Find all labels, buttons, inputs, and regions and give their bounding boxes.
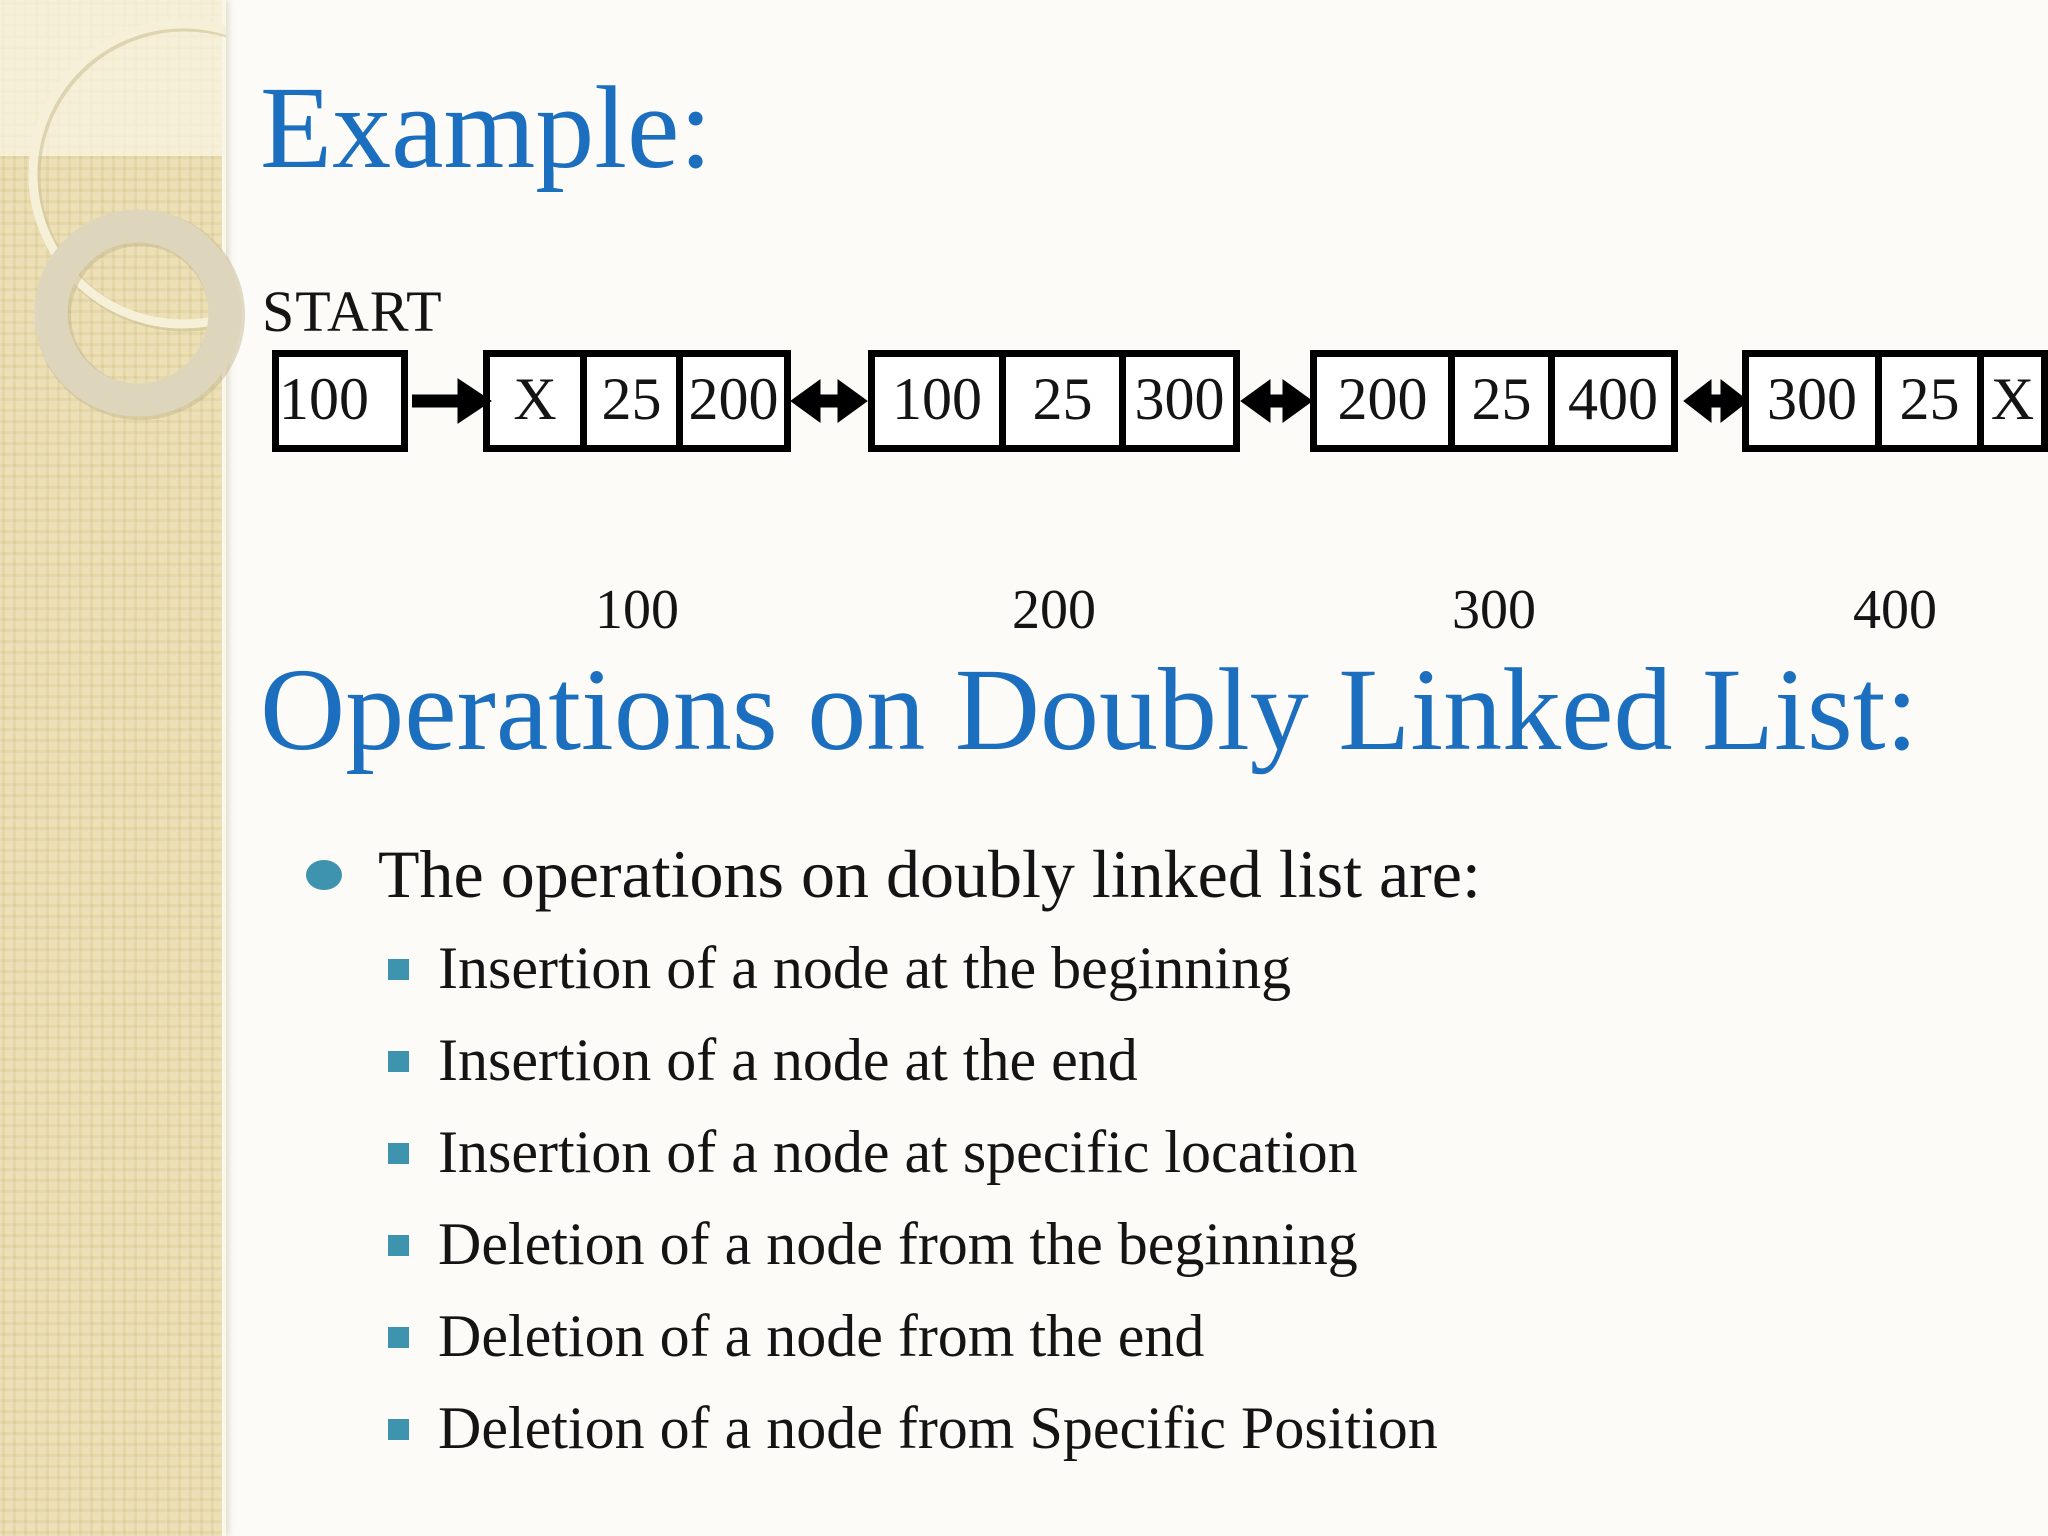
node-address-label: 300 — [1452, 579, 1536, 641]
thin-circle-icon — [28, 19, 226, 329]
operation-label: Insertion of a node at specific location — [438, 1119, 1358, 1185]
list-item: Deletion of a node from the end — [388, 1290, 1438, 1382]
start-pointer-box: 100 — [272, 350, 408, 452]
double-arrow-icon — [1683, 378, 1749, 424]
operation-label: Insertion of a node at the end — [438, 1027, 1138, 1093]
intro-bullet-text: The operations on doubly linked list are… — [378, 836, 1481, 912]
list-node-4: 300 25 X — [1742, 350, 2048, 452]
node-data-cell: 25 — [1448, 357, 1548, 445]
start-label: START — [262, 279, 443, 344]
operation-label: Deletion of a node from the end — [438, 1303, 1205, 1369]
node-prev-cell: 100 — [892, 366, 982, 432]
list-item: Insertion of a node at the beginning — [388, 922, 1438, 1014]
node-next-cell: 200 — [676, 357, 784, 445]
operation-label: Insertion of a node at the beginning — [438, 935, 1292, 1001]
bullet-square-icon — [388, 1234, 409, 1256]
node-address-label: 400 — [1853, 579, 1937, 641]
double-arrow-icon — [790, 379, 868, 423]
intro-bullet-row: The operations on doubly linked list are… — [306, 832, 1481, 917]
node-next-cell: 300 — [1119, 357, 1233, 445]
right-arrow-icon — [412, 378, 492, 424]
node-data-cell: 25 — [1875, 357, 1977, 445]
list-item: Deletion of a node from the beginning — [388, 1198, 1438, 1290]
thick-ring-icon — [34, 209, 242, 417]
node-prev-cell: X — [513, 366, 557, 432]
list-item: Insertion of a node at the end — [388, 1014, 1438, 1106]
list-node-1: X 25 200 — [483, 350, 791, 452]
bullet-square-icon — [388, 1142, 409, 1164]
decorative-circles — [28, 19, 245, 420]
node-address-label: 100 — [595, 579, 679, 641]
start-pointer-value: 100 — [279, 366, 369, 432]
list-node-2: 100 25 300 — [868, 350, 1240, 452]
node-next-cell: X — [1977, 357, 2041, 445]
bullet-square-icon — [388, 1418, 409, 1440]
node-address-label: 200 — [1012, 579, 1096, 641]
bullet-square-icon — [388, 1050, 409, 1072]
page-title-operations: Operations on Doubly Linked List: — [260, 644, 1919, 775]
page-title-example: Example: — [260, 62, 713, 193]
node-prev-cell: 200 — [1337, 366, 1428, 432]
list-item: Insertion of a node at specific location — [388, 1106, 1438, 1198]
operation-label: Deletion of a node from Specific Positio… — [438, 1395, 1438, 1461]
bullet-dot-icon — [306, 860, 342, 890]
node-data-cell: 25 — [580, 357, 676, 445]
node-next-cell: 400 — [1548, 357, 1671, 445]
bullet-square-icon — [388, 1326, 409, 1348]
operation-label: Deletion of a node from the beginning — [438, 1211, 1358, 1277]
node-data-cell: 25 — [999, 357, 1119, 445]
list-item: Deletion of a node from Specific Positio… — [388, 1382, 1438, 1474]
node-prev-cell: 300 — [1767, 366, 1857, 432]
double-arrow-icon — [1240, 379, 1313, 423]
operations-list: Insertion of a node at the beginning Ins… — [388, 922, 1438, 1474]
list-node-3: 200 25 400 — [1310, 350, 1678, 452]
bullet-square-icon — [388, 958, 409, 980]
